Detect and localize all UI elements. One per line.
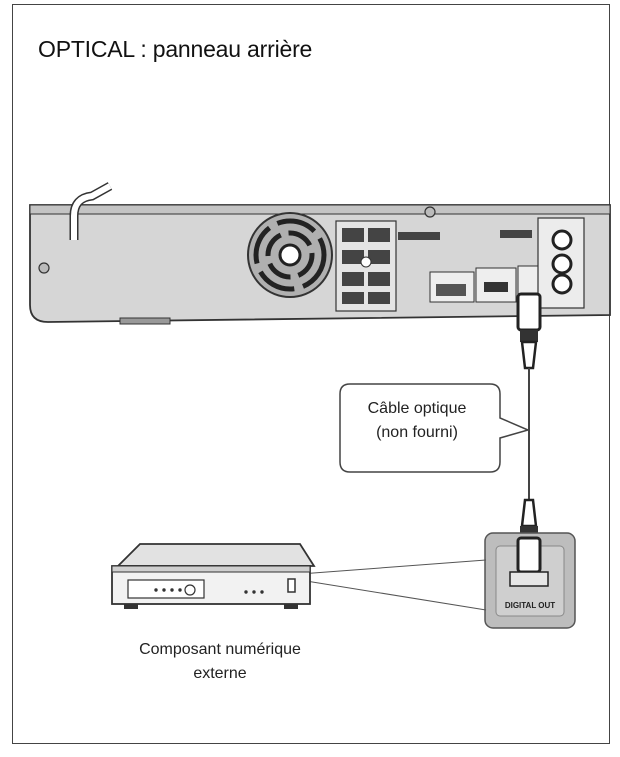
fan-grille [247,212,333,298]
rear-panel [29,182,611,325]
component-label: Composant numérique externe [110,638,330,686]
external-component [111,543,316,609]
digital-out-label: DIGITAL OUT [505,601,555,610]
cable-label-line1: Câble optique [367,400,467,417]
page-title: OPTICAL : panneau arrière [38,36,313,62]
component-label-line1: Composant numérique [139,641,301,658]
cable-callout-label: Câble optique (non fourni) [334,397,500,445]
cable-label-line2: (non fourni) [376,424,458,441]
digital-out-callout: DIGITAL OUT [484,532,576,629]
speaker-terminals [335,220,440,312]
optical-cable [516,292,542,538]
component-label-line2: externe [193,665,247,682]
cable-callout [339,383,531,473]
